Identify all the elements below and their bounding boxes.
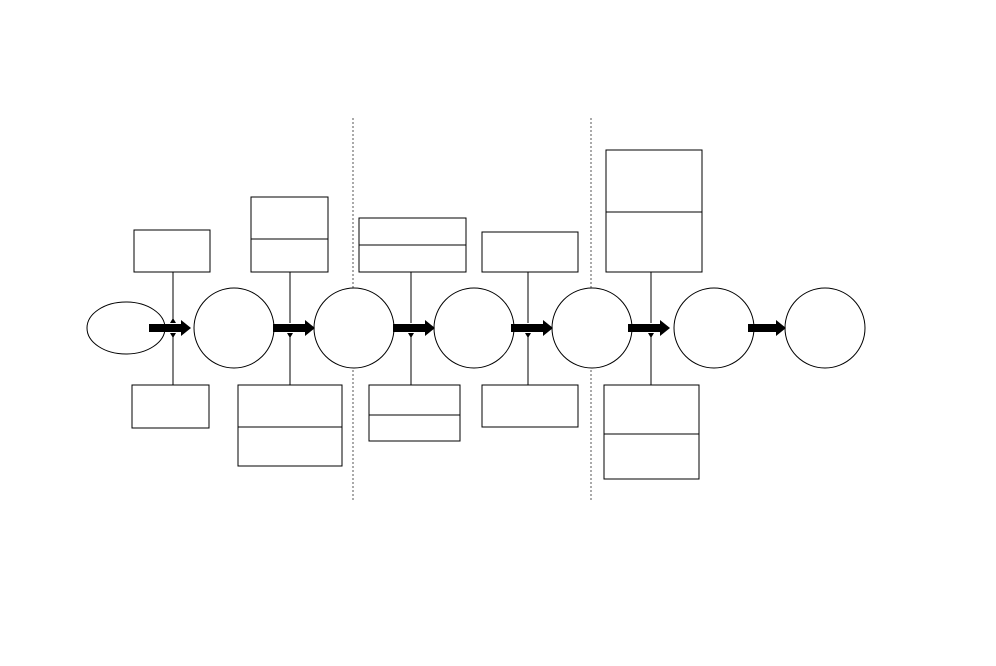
top-input-box (358, 217, 467, 273)
bottom-input-box (131, 384, 210, 429)
process-node (313, 287, 395, 369)
process-node (673, 287, 755, 369)
bottom-input-box (603, 384, 700, 480)
connector-arrowhead-icon (170, 318, 176, 323)
connector-arrowhead-icon (648, 333, 654, 338)
bottom-input-box (368, 384, 461, 442)
process-node (784, 287, 866, 369)
bottom-input-box (237, 384, 343, 467)
top-input-box (481, 231, 579, 273)
flow-arrow-icon (511, 320, 553, 336)
flow-arrow-icon (273, 320, 315, 336)
process-node (551, 287, 633, 369)
process-node (433, 287, 515, 369)
flow-arrow-icon (628, 320, 670, 336)
process-node (193, 287, 275, 369)
flow-arrow-icon (748, 320, 786, 336)
connector-arrowhead-icon (287, 333, 293, 338)
bottom-input-box (481, 384, 579, 428)
connector-arrowhead-icon (408, 333, 414, 338)
top-input-box (605, 149, 703, 273)
top-input-box (133, 229, 211, 273)
connector-arrowhead-icon (170, 333, 176, 338)
top-input-box (250, 196, 329, 273)
connector-arrowhead-icon (525, 333, 531, 338)
flow-arrow-icon (393, 320, 435, 336)
flow-arrow-icon (149, 320, 191, 336)
